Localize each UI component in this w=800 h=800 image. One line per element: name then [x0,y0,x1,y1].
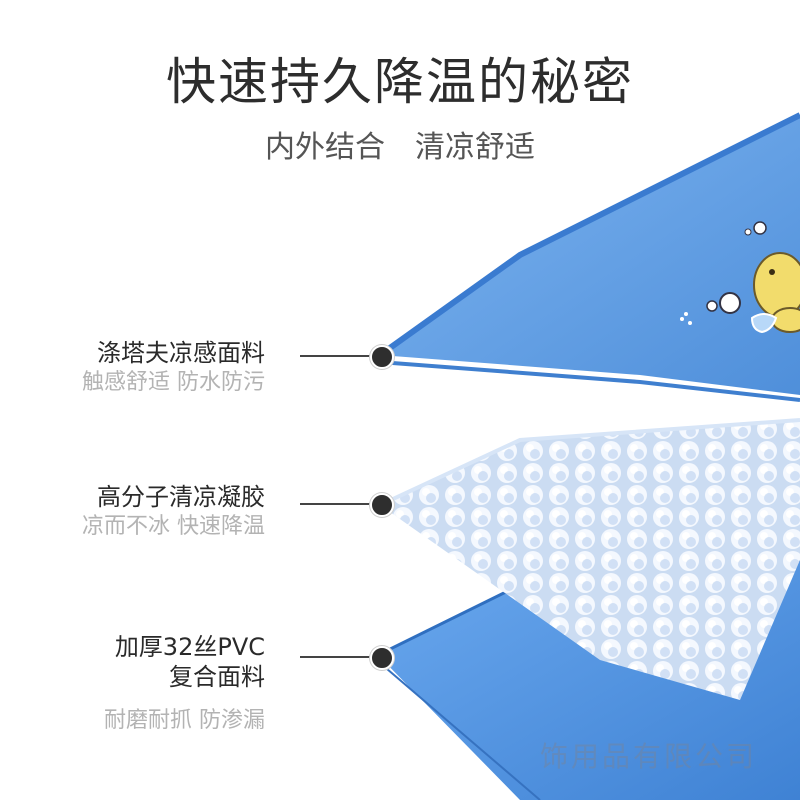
layer-pvc-name-line2: 复合面料 [169,663,265,691]
watermark-text: 饰用品有限公司 [540,740,758,773]
bubble-icon [719,292,741,314]
connector-line-fabric [300,355,380,357]
pointer-dot-gel [370,493,394,517]
sparkle-icon [680,312,692,325]
page-subtitle: 内外结合清凉舒适 [0,128,800,168]
layer-fabric-label: 涤塔夫凉感面料 触感舒适 防水防污 [82,338,265,398]
layer-gel-name: 高分子清凉凝胶 [97,483,265,511]
splash-icon [750,313,778,334]
layer-gel-desc: 凉而不冰 快速降温 [82,514,265,539]
layer-fabric-desc: 触感舒适 防水防污 [82,370,265,395]
layer-gel-label: 高分子清凉凝胶 凉而不冰 快速降温 [82,482,265,542]
pointer-dot-pvc [370,646,394,670]
page-title: 快速持久降温的秘密 [166,53,634,111]
layer-pvc-name-line1: 加厚32丝PVC [114,633,265,661]
layer-pvc-label: 加厚32丝PVC 复合面料 耐磨耐抓 防渗漏 [104,632,265,736]
layer-fabric-name: 涤塔夫凉感面料 [97,339,265,367]
layer-pvc-desc: 耐磨耐抓 防渗漏 [104,708,265,733]
fabric-layer [378,112,800,402]
subtitle-left: 内外结合 [265,130,385,165]
pointer-dot-fabric [370,345,394,369]
subtitle-right: 清凉舒适 [415,130,535,165]
connector-line-gel [300,503,380,505]
gel-layer [379,418,800,700]
connector-line-pvc [300,656,380,658]
